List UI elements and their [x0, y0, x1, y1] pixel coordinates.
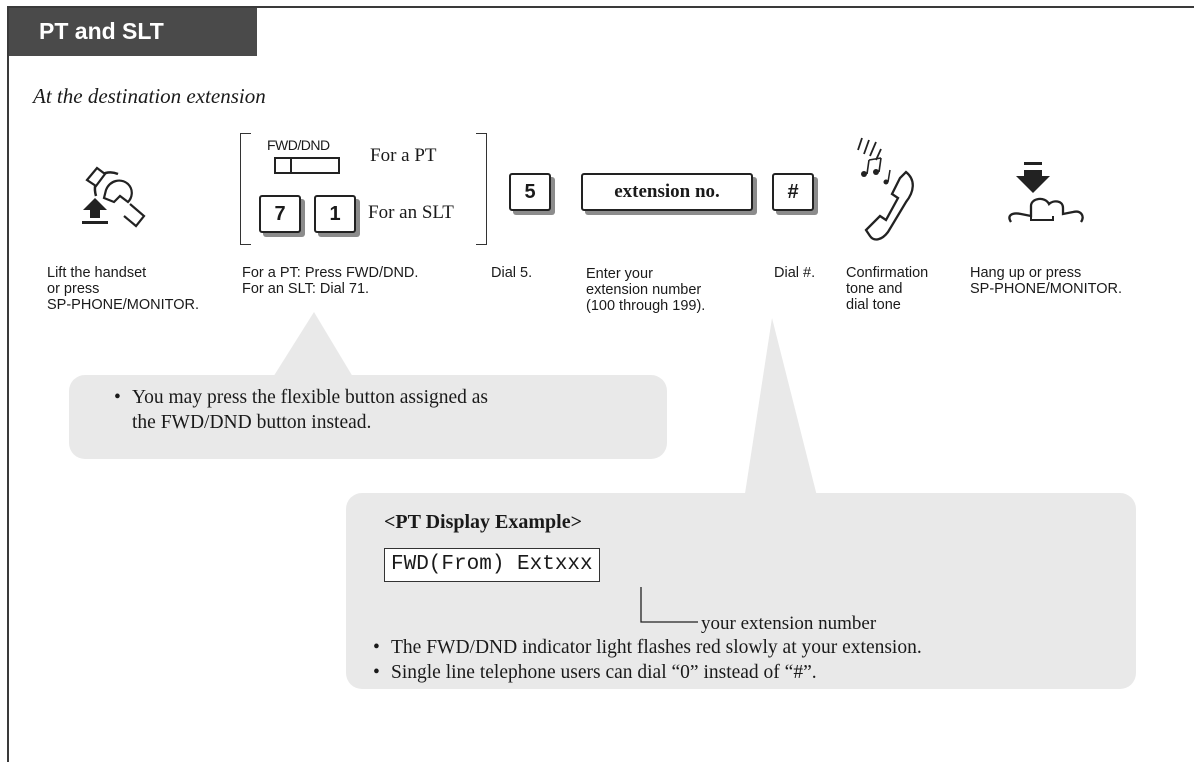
note2-pointer: [744, 318, 818, 500]
dial-key-5[interactable]: 5: [509, 173, 551, 211]
note1-bullet: You may press the flexible button assign…: [114, 385, 667, 435]
bracket-left: [240, 133, 251, 245]
note-flexible-button: You may press the flexible button assign…: [69, 375, 667, 459]
callout-label: your extension number: [701, 613, 877, 634]
fwd-dnd-key-label: FWD/DND: [267, 137, 330, 153]
step-caption-dial-5: Dial 5.: [491, 265, 533, 281]
fwd-dnd-button-icon: [274, 157, 340, 174]
callout-line: [640, 587, 698, 623]
subtitle: At the destination extension: [33, 84, 266, 108]
dial-key-1[interactable]: 1: [314, 195, 356, 233]
note2-bullet-single-line: Single line telephone users can dial “0”…: [373, 660, 922, 685]
note-display-example: <PT Display Example> FWD(From) Extxxx yo…: [346, 493, 1136, 689]
confirmation-tone-icon: [857, 137, 914, 241]
lift-handset-icon: [82, 166, 146, 228]
step-caption-extension: Enter your extension number (100 through…: [586, 266, 706, 314]
for-pt-label: For a PT: [370, 145, 437, 166]
display-example-heading: <PT Display Example>: [384, 511, 583, 533]
pt-display: FWD(From) Extxxx: [384, 548, 600, 582]
step-caption-dial-hash: Dial #.: [774, 265, 816, 281]
step-caption-confirmation: Confirmation tone and dial tone: [846, 265, 929, 313]
frame-left-rule: [7, 6, 9, 762]
note1-pointer: [270, 312, 356, 382]
dial-key-hash[interactable]: #: [772, 173, 814, 211]
for-slt-label: For an SLT: [368, 202, 454, 223]
step-caption-lift: Lift the handset or press SP-PHONE/MONIT…: [47, 265, 199, 313]
frame-top-rule: [7, 6, 1194, 8]
step-caption-fwd-dnd: For a PT: Press FWD/DND. For an SLT: Dia…: [242, 265, 419, 297]
section-tab: PT and SLT: [9, 8, 257, 56]
step-caption-hang-up: Hang up or press SP-PHONE/MONITOR.: [970, 265, 1122, 297]
bracket-right: [476, 133, 487, 245]
dial-key-7[interactable]: 7: [259, 195, 301, 233]
extension-no-key[interactable]: extension no.: [581, 173, 753, 211]
hang-up-icon: [1008, 162, 1084, 223]
note2-bullet-indicator: The FWD/DND indicator light flashes red …: [373, 635, 922, 660]
